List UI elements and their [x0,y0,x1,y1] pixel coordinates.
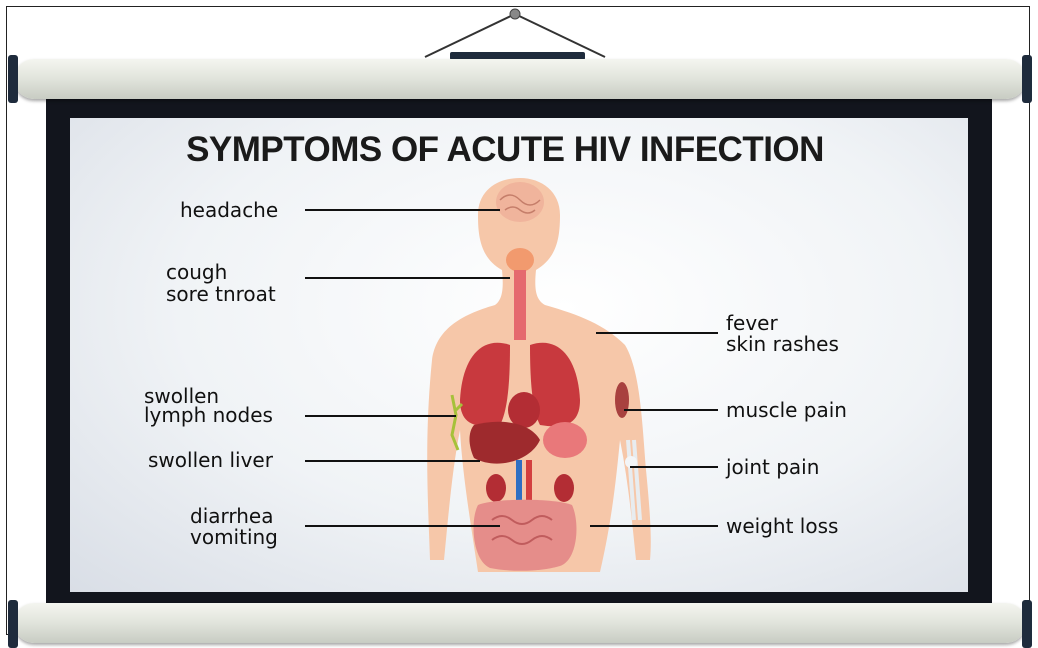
left-kidney [486,474,506,502]
label-headache: headache [180,200,278,221]
label-swollen-liver: swollen liver [148,450,273,471]
label-weight-loss: weight loss [726,516,838,537]
label-lymph-nodes: lymph nodes [144,405,273,426]
right-kidney [554,474,574,502]
label-fever: fever [726,313,778,334]
label-muscle-pain: muscle pain [726,400,847,421]
label-joint-pain: joint pain [726,457,819,478]
label-skin-rashes: skin rashes [726,334,839,355]
heart [508,392,540,428]
arm-muscle [615,382,629,418]
label-diarrhea: diarrhea [190,506,274,527]
label-cough: cough [166,262,227,283]
throat [506,248,534,272]
trachea [514,270,526,340]
label-sore-throat: sore tnroat [166,284,276,305]
label-vomiting: vomiting [190,527,278,548]
stomach [543,422,587,458]
intestines [474,500,577,571]
